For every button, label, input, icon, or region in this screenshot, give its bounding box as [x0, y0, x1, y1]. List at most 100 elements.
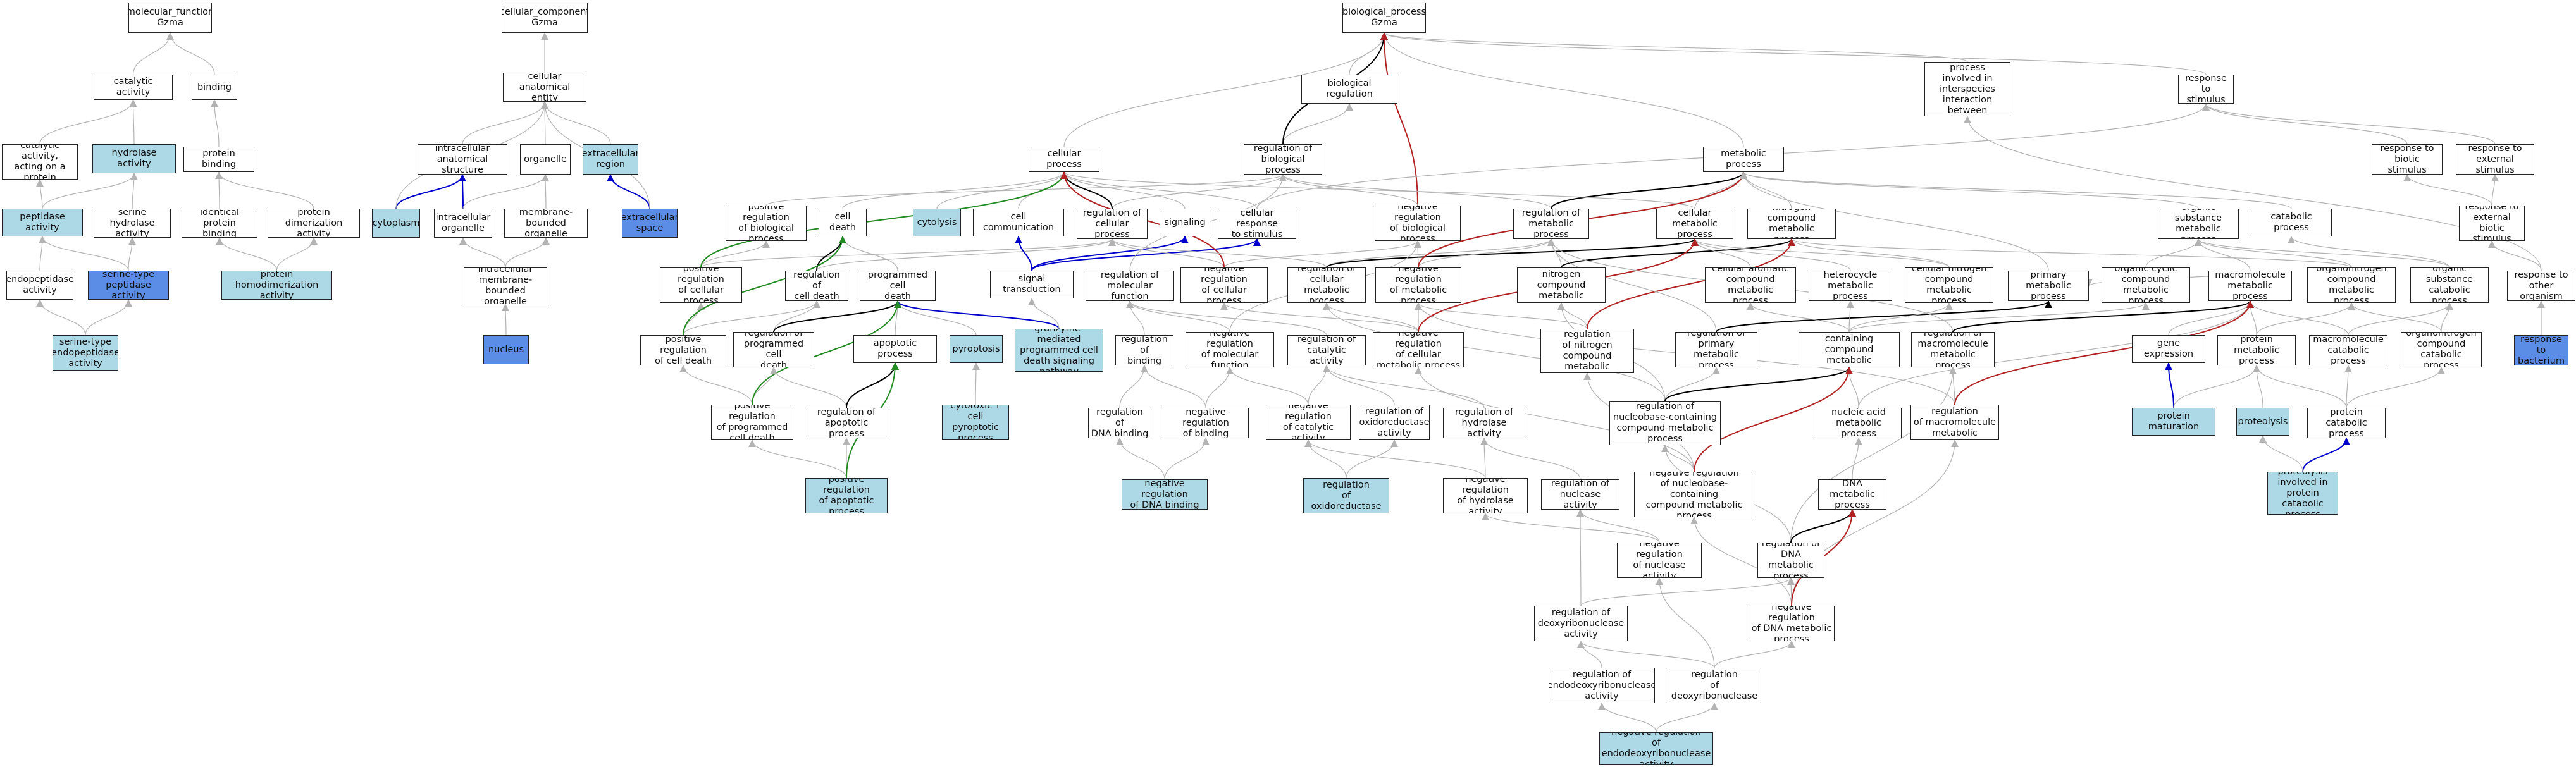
node-cellular-metabolic-process[interactable]: cellular metabolic process [1656, 209, 1733, 239]
node-nitrogen-compound-metabolic-process[interactable]: nitrogen compound metabolic process [1747, 209, 1836, 239]
node-signaling[interactable]: signaling [1160, 209, 1210, 236]
node-negative-regulation-of-nucleobase-containing-compound-metabolic-process[interactable]: negative regulation of nucleobase-contai… [1634, 472, 1754, 517]
node-negative-regulation-of-cellular-process[interactable]: negative regulation of cellular process [1180, 267, 1268, 303]
node-organic-substance-metabolic-process[interactable]: organic substance metabolic process [2158, 209, 2239, 239]
node-negative-regulation-of-oxidoreductase-activity[interactable]: negative regulation of oxidoreductase ac… [1303, 478, 1389, 513]
node-regulation-of-macromolecule-metabolic-process[interactable]: regulation of macromolecule metabolic pr… [1911, 332, 1995, 367]
node-negative-regulation-of-cellular-metabolic-process[interactable]: negative regulation of cellular metaboli… [1373, 332, 1464, 367]
node-regulation-of-hydrolase-activity[interactable]: regulation of hydrolase activity [1443, 408, 1525, 438]
node-macromolecule-metabolic-process[interactable]: macromolecule metabolic process [2208, 271, 2292, 301]
node-response-to-external-biotic-stimulus[interactable]: response to external biotic stimulus [2459, 206, 2525, 241]
node-negative-regulation-of-deoxyribonuclease-activity[interactable]: negative regulation of deoxyribonuclease… [1668, 668, 1761, 703]
node-extracellular-region[interactable]: extracellular region [583, 144, 638, 175]
node-regulation-of-oxidoreductase-activity[interactable]: regulation of oxidoreductase activity [1359, 405, 1430, 440]
node-cell-death[interactable]: cell death [819, 209, 867, 236]
node-protein-maturation[interactable]: protein maturation [2132, 408, 2215, 436]
node-regulation-of-cellular-process[interactable]: regulation of cellular process [1077, 209, 1148, 239]
node-programmed-cell-death[interactable]: programmed cell death [860, 271, 936, 301]
node-proteolysis[interactable]: proteolysis [2236, 408, 2289, 436]
node-cellular-aromatic-compound-metabolic-process[interactable]: cellular aromatic compound metabolic pro… [1705, 267, 1796, 303]
node-negative-regulation-of-dna-binding[interactable]: negative regulation of DNA binding [1122, 479, 1208, 510]
node-regulation-of-cell-death[interactable]: regulation of cell death [785, 271, 848, 301]
node-response-to-biotic-stimulus[interactable]: response to biotic stimulus [2372, 144, 2443, 175]
node-regulation-of-deoxyribonuclease-activity[interactable]: regulation of deoxyribonuclease activity [1534, 606, 1628, 641]
node-cytoplasm[interactable]: cytoplasm [372, 209, 420, 238]
node-serine-hydrolase-activity[interactable]: serine hydrolase activity [94, 209, 171, 238]
node-gene-expression[interactable]: gene expression [2132, 335, 2205, 363]
node-serine-type-peptidase-activity[interactable]: serine-type peptidase activity [88, 271, 169, 300]
node-regulation-of-apoptotic-process[interactable]: regulation of apoptotic process [805, 408, 888, 438]
node-apoptotic-process[interactable]: apoptotic process [853, 335, 937, 363]
node-organic-substance-catabolic-process[interactable]: organic substance catabolic process [2410, 267, 2489, 303]
node-nucleobase-containing-compound-metabolic-process[interactable]: nucleobase-containing compound metabolic… [1799, 332, 1900, 367]
node-negative-regulation-of-hydrolase-activity[interactable]: negative regulation of hydrolase activit… [1443, 478, 1528, 513]
node-intracellular-membrane-bounded-organelle[interactable]: intracellular membrane-bounded organelle [464, 267, 547, 304]
node-regulation-of-programmed-cell-death[interactable]: regulation of programmed cell death [733, 332, 814, 367]
node-negative-regulation-of-metabolic-process[interactable]: negative regulation of metabolic process [1375, 267, 1461, 303]
node-granzyme-mediated-pcd-signaling-pathway[interactable]: granzyme-mediated programmed cell death … [1015, 329, 1103, 372]
node-regulation-of-nuclease-activity[interactable]: regulation of nuclease activity [1541, 479, 1619, 510]
node-negative-regulation-of-nitrogen-compound-metabolic-process[interactable]: negative regulation of nitrogen compound… [1540, 329, 1634, 373]
node-regulation-of-molecular-function[interactable]: regulation of molecular function [1086, 271, 1174, 301]
node-protein-homodimerization-activity[interactable]: protein homodimerization activity [221, 271, 332, 300]
node-dna-metabolic-process[interactable]: DNA metabolic process [1818, 479, 1886, 510]
node-negative-regulation-of-binding[interactable]: negative regulation of binding [1163, 408, 1249, 438]
node-binding[interactable]: binding [192, 75, 237, 100]
node-endopeptidase-activity[interactable]: endopeptidase activity [6, 271, 73, 300]
node-negative-regulation-of-biological-process[interactable]: negative regulation of biological proces… [1375, 206, 1461, 241]
node-response-to-other-organism[interactable]: response to other organism [2507, 271, 2575, 301]
node-positive-regulation-of-cell-death[interactable]: positive regulation of cell death [640, 335, 726, 365]
node-extracellular-space[interactable]: extracellular space [622, 209, 678, 238]
node-serine-type-endopeptidase-activity[interactable]: serine-type endopeptidase activity [53, 335, 118, 371]
node-identical-protein-binding[interactable]: identical protein binding [182, 209, 257, 238]
node-regulation-of-metabolic-process[interactable]: regulation of metabolic process [1513, 209, 1589, 239]
node-response-to-external-stimulus[interactable]: response to external stimulus [2456, 144, 2534, 175]
node-peptidase-activity[interactable]: peptidase activity [2, 209, 83, 236]
node-cellular-anatomical-entity[interactable]: cellular anatomical entity [503, 73, 586, 102]
node-protein-dimerization-activity[interactable]: protein dimerization activity [268, 209, 360, 238]
node-regulation-of-nucleobase-containing-compound-metabolic-process[interactable]: regulation of nucleobase-containing comp… [1609, 401, 1721, 445]
node-negative-regulation-of-dna-metabolic-process[interactable]: negative regulation of DNA metabolic pro… [1749, 606, 1835, 641]
node-hydrolase-activity[interactable]: hydrolase activity [92, 144, 176, 173]
node-negative-regulation-of-nuclease-activity[interactable]: negative regulation of nuclease activity [1617, 543, 1702, 578]
node-regulation-of-nitrogen-compound-metabolic-process[interactable]: regulation of nitrogen compound metaboli… [1517, 267, 1606, 303]
node-cytolysis[interactable]: cytolysis [913, 209, 961, 236]
node-proteolysis-in-protein-catabolic-process[interactable]: proteolysis involved in protein cataboli… [2267, 472, 2338, 515]
node-organonitrogen-compound-catabolic-process[interactable]: organonitrogen compound catabolic proces… [2401, 332, 2482, 367]
node-cellular-process[interactable]: cellular process [1029, 147, 1099, 172]
node-biological-process[interactable]: biological_process Gzma [1342, 3, 1426, 33]
node-intracellular-organelle[interactable]: intracellular organelle [434, 209, 492, 238]
node-protein-metabolic-process[interactable]: protein metabolic process [2217, 335, 2296, 365]
node-catalytic-activity[interactable]: catalytic activity [94, 75, 173, 100]
node-response-to-bacterium[interactable]: response to bacterium [2514, 335, 2568, 365]
node-negative-regulation-of-catalytic-activity[interactable]: negative regulation of catalytic activit… [1266, 405, 1351, 440]
node-cytotoxic-t-cell-pyroptotic-process[interactable]: cytotoxic T cell pyroptotic process [942, 405, 1009, 440]
node-membrane-bounded-organelle[interactable]: membrane-bounded organelle [504, 209, 588, 238]
node-negative-regulation-of-macromolecule-metabolic-process[interactable]: negative regulation of macromolecule met… [1910, 405, 1999, 440]
node-catalytic-activity-on-protein[interactable]: catalytic activity, acting on a protein [2, 144, 78, 180]
node-protein-binding[interactable]: protein binding [183, 147, 254, 172]
node-regulation-of-primary-metabolic-process[interactable]: regulation of primary metabolic process [1675, 332, 1757, 367]
node-cellular-nitrogen-compound-metabolic-process[interactable]: cellular nitrogen compound metabolic pro… [1905, 267, 1993, 303]
node-organic-cyclic-compound-metabolic-process[interactable]: organic cyclic compound metabolic proces… [2102, 267, 2190, 303]
node-pyroptosis[interactable]: pyroptosis [950, 335, 1003, 363]
node-primary-metabolic-process[interactable]: primary metabolic process [2008, 271, 2089, 301]
node-organonitrogen-compound-metabolic-process[interactable]: organonitrogen compound metabolic proces… [2307, 267, 2396, 303]
node-regulation-of-catalytic-activity[interactable]: regulation of catalytic activity [1287, 335, 1366, 365]
node-cellular-response-to-stimulus[interactable]: cellular response to stimulus [1218, 209, 1296, 239]
node-biological-process-interspecies[interactable]: biological process involved in interspec… [1924, 62, 2010, 116]
node-regulation-of-binding[interactable]: regulation of binding [1115, 335, 1173, 365]
node-heterocycle-metabolic-process[interactable]: heterocycle metabolic process [1809, 271, 1892, 301]
node-organelle[interactable]: organelle [520, 144, 571, 175]
node-negative-regulation-of-molecular-function[interactable]: negative regulation of molecular functio… [1186, 332, 1274, 367]
node-molecular-function[interactable]: molecular_function Gzma [128, 3, 212, 33]
node-signal-transduction[interactable]: signal transduction [990, 271, 1074, 298]
node-nucleus[interactable]: nucleus [483, 335, 529, 364]
node-negative-regulation-of-endodeoxyribonuclease-activity[interactable]: negative regulation of endodeoxyribonucl… [1599, 732, 1713, 765]
node-regulation-of-endodeoxyribonuclease-activity[interactable]: regulation of endodeoxyribonuclease acti… [1549, 668, 1655, 703]
node-regulation-of-dna-metabolic-process[interactable]: regulation of DNA metabolic process [1757, 543, 1824, 578]
node-macromolecule-catabolic-process[interactable]: macromolecule catabolic process [2309, 335, 2387, 365]
node-nucleic-acid-metabolic-process[interactable]: nucleic acid metabolic process [1816, 408, 1902, 438]
node-regulation-of-cellular-metabolic-process[interactable]: regulation of cellular metabolic process [1287, 267, 1366, 303]
node-response-to-stimulus[interactable]: response to stimulus [2178, 75, 2234, 104]
